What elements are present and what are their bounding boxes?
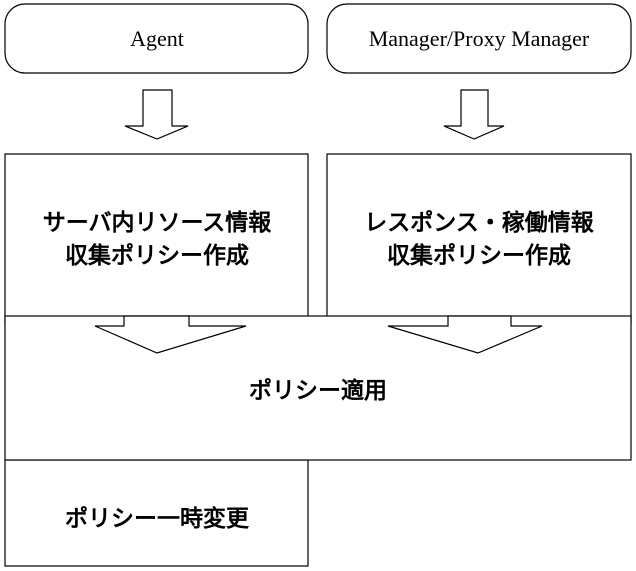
manager-down-arrow	[443, 89, 505, 140]
response-policy-box	[326, 153, 632, 325]
manager-label: Manager/Proxy Manager	[369, 26, 590, 51]
response-merge-arrow	[387, 315, 543, 354]
server-policy-line2: 収集ポリシー作成	[65, 242, 249, 269]
server-policy-box	[4, 153, 309, 325]
apply-policy-box	[4, 315, 632, 461]
agent-label: Agent	[130, 26, 184, 51]
agent-down-arrow	[124, 89, 189, 140]
apply-policy-label: ポリシー適用	[249, 377, 387, 404]
response-policy-line2: 収集ポリシー作成	[387, 242, 571, 269]
response-policy-line1: レスポンス・稼働情報	[364, 209, 595, 236]
server-merge-arrow	[94, 315, 247, 354]
temp-change-label: ポリシー一時変更	[65, 505, 250, 532]
agent-box	[4, 3, 309, 74]
manager-box	[326, 3, 632, 74]
temp-change-box	[4, 459, 309, 567]
server-policy-line1: サーバ内リソース情報	[43, 209, 273, 236]
